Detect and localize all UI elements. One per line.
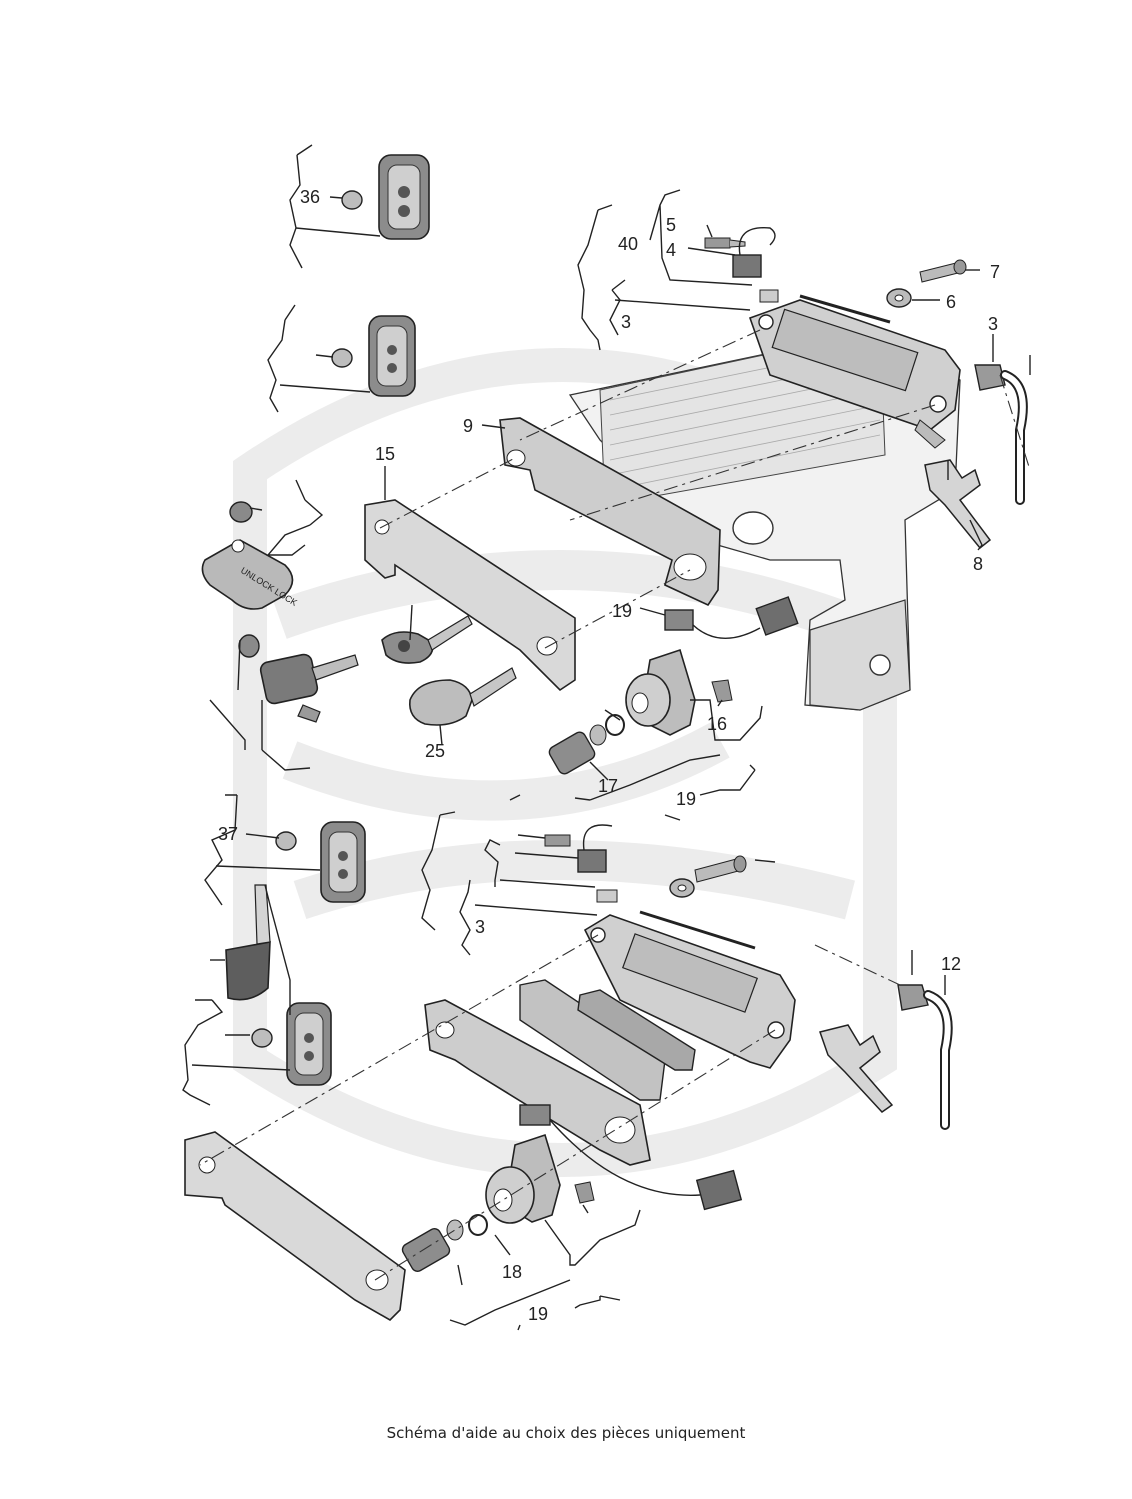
key-25: [408, 667, 517, 726]
callout-19-upper: 19: [612, 601, 632, 621]
callout-17: 17: [598, 776, 618, 796]
key-lever-lower: [819, 1024, 894, 1113]
callout-18: 18: [502, 1262, 522, 1282]
gasket-lower: [424, 999, 651, 1166]
microswitch-lower: [519, 1104, 743, 1211]
hinge-pin-12: [897, 984, 953, 1130]
ignition-key-dark: [238, 634, 359, 723]
callout-15: 15: [375, 444, 395, 464]
watermark-logo: [233, 348, 897, 1177]
callout-3-lower: 3: [475, 917, 485, 937]
callout-19-lower: 19: [528, 1304, 548, 1324]
washer-6: [886, 288, 912, 308]
callout-3-right: 3: [988, 314, 998, 334]
callout-7: 7: [990, 262, 1000, 282]
alignment-lines: [199, 329, 1031, 1281]
remote-key-fob-4: [251, 1002, 332, 1086]
callout-4: 4: [666, 240, 676, 260]
callout-36: 36: [300, 187, 320, 207]
callout-12: 12: [941, 954, 961, 974]
switch-4: [732, 227, 776, 278]
leader-lines: [182, 144, 1031, 1331]
screw-7: [919, 259, 967, 283]
gasket-9: [499, 417, 721, 607]
microswitch-19-upper: [664, 596, 799, 639]
key-lever-8: [924, 459, 992, 550]
callout-37: 37: [218, 824, 238, 844]
trim-strip-lower: [519, 979, 696, 1101]
lock-cylinder-upper: [548, 648, 733, 775]
callout-16: 16: [707, 714, 727, 734]
folding-key: [225, 884, 271, 1001]
remote-key-fob-36: [341, 154, 430, 240]
lock-cylinder-lower: [401, 1133, 595, 1272]
handle-mechanism-upper: [748, 294, 961, 449]
part-callouts: 36 40 5 4 3 7 6 3 9 15 8 19 16 25 17 19 …: [218, 187, 1000, 1324]
callout-8: 8: [973, 554, 983, 574]
handle-cover-lower: [184, 1131, 406, 1321]
remote-key-fob-37: [275, 821, 366, 903]
callout-3-left: 3: [621, 312, 631, 332]
fasteners-lower: [544, 824, 747, 903]
remote-key-fob-2: [331, 315, 416, 397]
pin-40: [759, 289, 779, 303]
diagram-caption: Schéma d'aide au choix des pièces unique…: [386, 1424, 746, 1442]
flat-key-fob: UNLOCK LOCK: [201, 501, 299, 610]
callout-40: 40: [618, 234, 638, 254]
callout-25: 25: [425, 741, 445, 761]
callout-5: 5: [666, 215, 676, 235]
blade-key-15: [381, 615, 473, 664]
callout-9: 9: [463, 416, 473, 436]
callout-6: 6: [946, 292, 956, 312]
handle-cover-15: [364, 499, 576, 692]
screw-5: [704, 237, 746, 249]
hinge-pin-3-upper: [974, 364, 1028, 505]
callout-19-middle: 19: [676, 789, 696, 809]
